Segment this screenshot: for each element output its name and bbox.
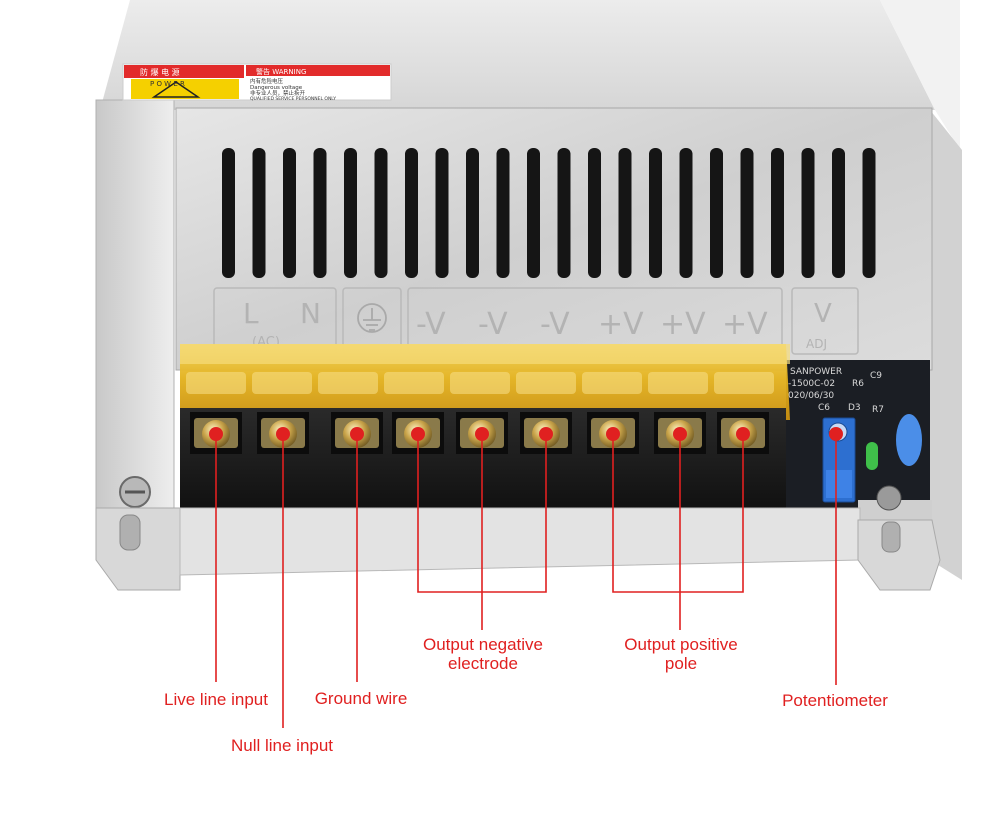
label-warning-line-4: QUALIFIED SERVICE PERSONNEL ONLY xyxy=(250,96,336,102)
pcb-text-8: R7 xyxy=(872,405,884,415)
label-output-positive-2: pole xyxy=(664,654,698,673)
label-output-negative-1: Output negative xyxy=(422,635,544,654)
dot-ground xyxy=(350,427,364,441)
label-null-line-input: Null line input xyxy=(230,736,334,755)
terminal-cover-highlight xyxy=(180,344,790,364)
cover-ridge xyxy=(186,372,246,394)
vent-slot xyxy=(801,148,815,278)
vent-slot xyxy=(496,148,510,278)
mark-neg-1: -V xyxy=(416,307,446,342)
mark-pos-3: +V xyxy=(722,307,768,342)
vent-slot xyxy=(862,148,876,278)
vent-slot xyxy=(344,148,357,278)
mount-slot-left xyxy=(119,514,141,551)
pcb-bracket xyxy=(858,500,932,520)
terminal-letters: L N (AC) -V -V -V +V +V +V V ADJ xyxy=(243,297,832,351)
vent-slot xyxy=(771,148,784,278)
vent-slots xyxy=(222,148,876,278)
pcb-text-7: D3 xyxy=(848,403,861,413)
left-side-panel xyxy=(96,100,174,510)
dot-neg-3 xyxy=(539,427,553,441)
vent-slot xyxy=(588,148,601,278)
label-power-text: P O W E R xyxy=(150,80,185,88)
vent-slot xyxy=(252,148,266,278)
vent-slot xyxy=(435,148,449,278)
label-warning-header: 警告 WARNING xyxy=(256,67,306,76)
label-warning-line-1: 内有危险电压 xyxy=(250,77,284,85)
vent-slot xyxy=(740,148,754,278)
label-output-negative-2: electrode xyxy=(448,654,518,673)
dot-neg-2 xyxy=(475,427,489,441)
vent-slot xyxy=(466,148,479,278)
cover-ridge xyxy=(252,372,312,394)
dot-null xyxy=(276,427,290,441)
vent-slot xyxy=(313,148,327,278)
vent-slot xyxy=(374,148,388,278)
mount-slot-right xyxy=(881,521,901,553)
dot-pos-2 xyxy=(673,427,687,441)
cover-ridge xyxy=(648,372,708,394)
dot-neg-1 xyxy=(411,427,425,441)
terminal-cover-ridges xyxy=(186,372,774,394)
bottom-tray xyxy=(179,507,861,576)
mark-l: L xyxy=(243,297,259,330)
mark-neg-2: -V xyxy=(478,307,508,342)
vent-slot xyxy=(222,148,235,278)
warning-label: 防 爆 电 源 P O W E R 警告 WARNING 内有危险电压 Dang… xyxy=(122,63,392,102)
pcb-text-5: C9 xyxy=(870,371,882,381)
label-ground-wire: Ground wire xyxy=(314,689,408,708)
case-top-right xyxy=(880,0,960,150)
dot-pos-3 xyxy=(736,427,750,441)
pcb-text-6: C6 xyxy=(818,403,830,413)
pcb-text-4: R6 xyxy=(852,379,864,389)
vent-slot xyxy=(649,148,662,278)
pcb-text-2: -1500C-02 xyxy=(788,379,835,389)
mount-flange-right xyxy=(857,519,941,591)
cover-ridge xyxy=(318,372,378,394)
callout-dots xyxy=(209,427,843,441)
vent-slot xyxy=(405,148,418,278)
capacitor xyxy=(896,414,922,466)
mark-neg-3: -V xyxy=(540,307,570,342)
cover-ridge xyxy=(582,372,642,394)
mark-adj: ADJ xyxy=(806,337,827,351)
mark-n: N xyxy=(300,297,321,330)
terminals xyxy=(190,412,769,454)
dot-pos-1 xyxy=(606,427,620,441)
cover-ridge xyxy=(516,372,576,394)
vent-slot xyxy=(832,148,845,278)
pcb-text-3: 020/06/30 xyxy=(788,391,834,401)
pcb-text-1: SANPOWER xyxy=(790,367,842,377)
vent-slot xyxy=(527,148,540,278)
cover-ridge xyxy=(450,372,510,394)
callout-lines xyxy=(215,434,837,728)
mark-v: V xyxy=(814,299,832,329)
label-live-line-input: Live line input xyxy=(164,690,268,709)
label-potentiometer: Potentiometer xyxy=(782,691,888,710)
vent-slot xyxy=(283,148,296,278)
pcb-screw xyxy=(876,485,902,511)
pcb-silkscreen: SANPOWER -1500C-02 020/06/30 R6 C9 C6 D3… xyxy=(788,367,884,415)
vent-slot xyxy=(557,148,571,278)
label-left-text: 防 爆 电 源 xyxy=(140,67,180,77)
dot-live xyxy=(209,427,223,441)
vent-slot xyxy=(710,148,723,278)
cover-ridge xyxy=(714,372,774,394)
cover-ridge xyxy=(384,372,444,394)
mark-pos-1: +V xyxy=(598,307,644,342)
mark-pos-2: +V xyxy=(660,307,706,342)
vent-slot xyxy=(679,148,693,278)
mount-flange-left xyxy=(95,507,181,591)
label-warning-line-3: 非专业人员，禁止拆开 xyxy=(250,89,306,97)
led xyxy=(866,442,878,470)
dot-potentiometer xyxy=(829,427,843,441)
potentiometer-base xyxy=(826,470,852,498)
label-warning-line-2: Dangerous voltage xyxy=(250,85,303,91)
right-side-panel xyxy=(930,110,962,580)
bracket-positive xyxy=(612,434,744,593)
vent-slot xyxy=(618,148,632,278)
label-output-positive-1: Output positive xyxy=(624,635,738,654)
